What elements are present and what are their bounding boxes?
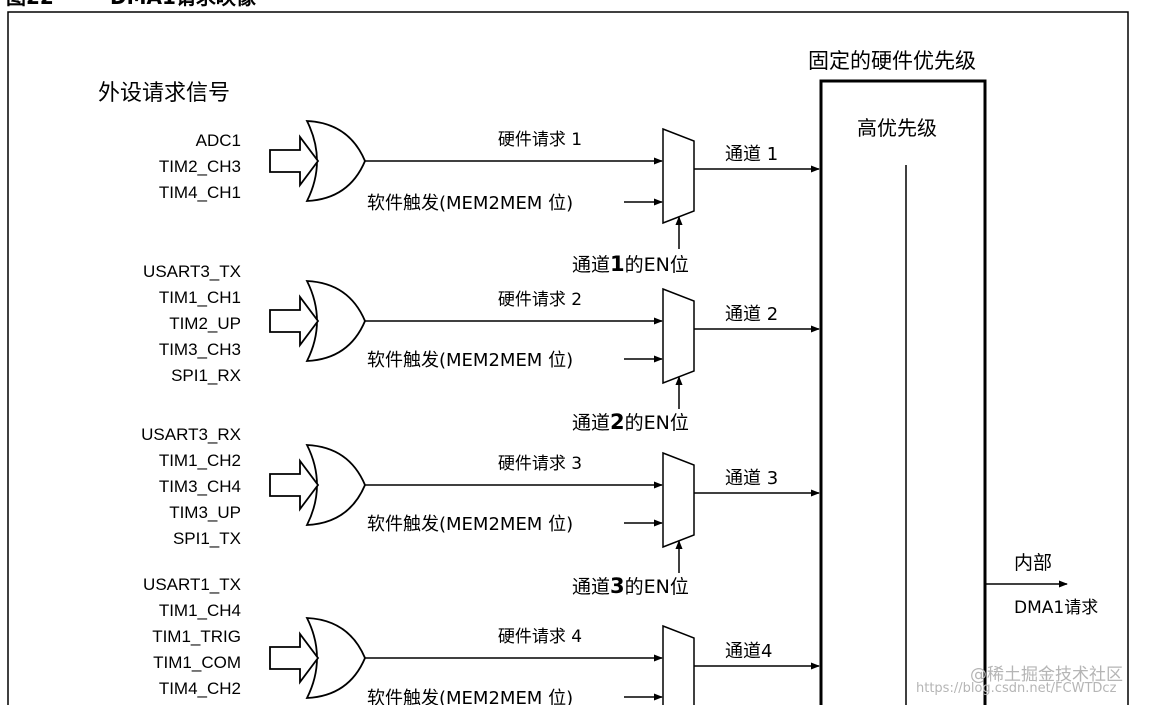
signal-label: USART1_TX	[143, 575, 241, 594]
watermark-text: @稀土掘金技术社区	[970, 665, 1123, 685]
signal-label: TIM2_CH3	[159, 157, 241, 176]
enable-channel-number: 3	[610, 574, 625, 598]
figure-caption-prefix: 图22	[6, 0, 54, 9]
signal-label: TIM1_CH1	[159, 288, 241, 307]
enable-channel-number: 1	[610, 252, 625, 276]
enable-prefix: 通道	[572, 576, 610, 598]
signal-label: USART3_RX	[141, 425, 241, 444]
enable-suffix: 的EN位	[625, 412, 689, 434]
enable-bit-label: 通道2的EN位	[572, 410, 689, 434]
outer-frame	[7, 11, 1129, 705]
channel-multiplexer	[662, 127, 695, 225]
signal-label: TIM3_UP	[169, 503, 241, 522]
enable-prefix: 通道	[572, 254, 610, 276]
priority-block	[819, 79, 987, 705]
signal-label: TIM1_TRIG	[152, 627, 241, 646]
software-trigger-label: 软件触发(MEM2MEM 位)	[367, 514, 573, 535]
signal-label: SPI1_RX	[171, 366, 241, 385]
hardware-request-label: 硬件请求 4	[498, 627, 582, 647]
enable-bit-label: 通道3的EN位	[572, 574, 689, 598]
signal-label: TIM1_CH2	[159, 451, 241, 470]
channel-label: 通道 3	[725, 468, 778, 489]
channel-label: 通道 1	[725, 144, 778, 165]
signal-label: TIM3_CH3	[159, 340, 241, 359]
channel-multiplexer	[662, 287, 695, 385]
hollow-input-arrow	[269, 631, 320, 685]
dma1-request-label: DMA1请求	[1014, 598, 1098, 618]
peripheral-signals-heading: 外设请求信号	[98, 81, 230, 106]
channel-multiplexer	[662, 624, 695, 705]
signal-label: TIM2_UP	[169, 314, 241, 333]
enable-channel-number: 2	[610, 410, 625, 434]
hollow-input-arrow	[269, 458, 320, 512]
signal-label: TIM4_CH2	[159, 679, 241, 698]
signal-label: ADC1	[196, 131, 241, 150]
channel-label: 通道4	[725, 641, 772, 662]
fixed-priority-heading: 固定的硬件优先级	[808, 49, 976, 73]
signal-label: TIM1_CH4	[159, 601, 241, 620]
signal-label: SPI1_TX	[173, 529, 241, 548]
watermark-url: https://blog.csdn.net/FCWTDcz	[916, 681, 1117, 696]
signal-label: TIM1_COM	[153, 653, 241, 672]
enable-suffix: 的EN位	[625, 254, 689, 276]
high-priority-label: 高优先级	[857, 116, 937, 140]
signal-label: TIM4_CH1	[159, 183, 241, 202]
hollow-input-arrow	[269, 294, 320, 348]
channel-multiplexer	[662, 451, 695, 549]
enable-bit-label: 通道1的EN位	[572, 252, 689, 276]
hardware-request-label: 硬件请求 1	[498, 130, 582, 150]
enable-suffix: 的EN位	[625, 576, 689, 598]
enable-prefix: 通道	[572, 412, 610, 434]
software-trigger-label: 软件触发(MEM2MEM 位)	[367, 350, 573, 371]
signal-label: USART3_TX	[143, 262, 241, 281]
hardware-request-label: 硬件请求 2	[498, 290, 582, 310]
channel-label: 通道 2	[725, 304, 778, 325]
hollow-input-arrow	[269, 134, 320, 188]
hardware-request-label: 硬件请求 3	[498, 454, 582, 474]
signal-label: TIM3_CH4	[159, 477, 241, 496]
software-trigger-label: 软件触发(MEM2MEM 位)	[367, 688, 573, 705]
figure-caption-title: DMA1请求映像	[110, 0, 257, 9]
internal-label: 内部	[1014, 552, 1052, 574]
software-trigger-label: 软件触发(MEM2MEM 位)	[367, 193, 573, 214]
